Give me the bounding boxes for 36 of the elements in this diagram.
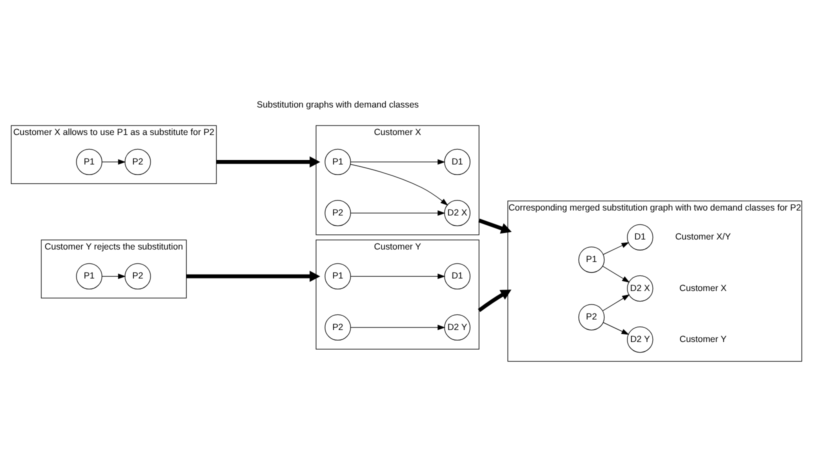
node-circle: P2	[124, 148, 151, 175]
arrow	[478, 289, 512, 312]
arrow	[350, 273, 446, 279]
node-circle: P1	[76, 148, 102, 175]
node-circle: D2 X	[444, 199, 470, 226]
arrow	[602, 294, 630, 311]
label: Substitution graphs with demand classes	[256, 98, 419, 109]
node-circle: D1	[444, 148, 470, 175]
node-circle: P1	[324, 148, 351, 175]
node-circle: P2	[124, 262, 151, 289]
arrow	[478, 218, 512, 234]
arrow	[603, 322, 630, 334]
node-circle: D1	[626, 224, 654, 250]
node-label: Customer X/Y	[675, 231, 731, 242]
arrow	[102, 273, 126, 279]
arrow	[186, 270, 320, 282]
node-label: Customer Y	[680, 333, 727, 344]
node-circle: D2 X	[626, 274, 654, 302]
node-circle: P1	[578, 246, 605, 272]
node-circle: P1	[324, 262, 351, 289]
node-circle: P1	[76, 262, 102, 289]
arrow	[602, 265, 630, 282]
node-circle: D1	[444, 262, 470, 289]
arrow	[216, 156, 320, 167]
node-circle: D2 Y	[626, 326, 654, 352]
arrow	[350, 210, 446, 216]
arrow	[350, 158, 446, 164]
node-circle: P2	[578, 304, 605, 330]
node-circle: P2	[324, 199, 351, 226]
arrow	[102, 158, 126, 164]
arrow	[350, 324, 446, 330]
arrow	[350, 164, 448, 206]
arrow	[603, 242, 630, 254]
node-label: Customer X	[679, 282, 727, 292]
node-circle: D2 Y	[444, 314, 470, 340]
node-circle: P2	[324, 314, 351, 340]
